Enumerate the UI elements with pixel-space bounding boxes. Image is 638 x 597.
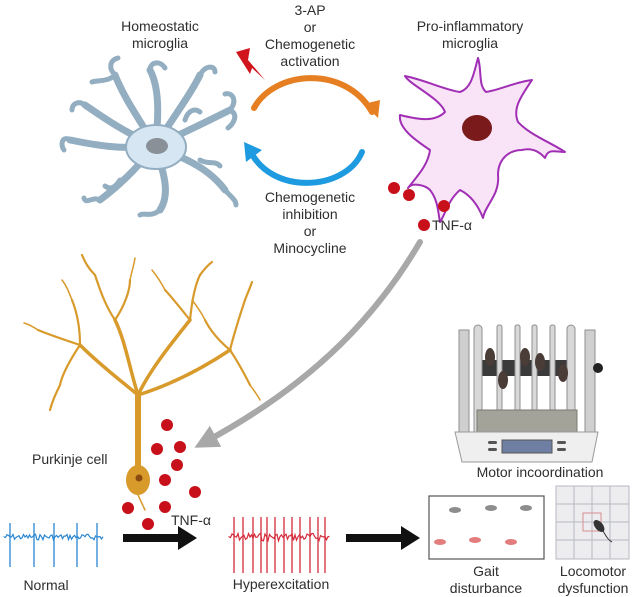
homeostatic-label-line-1: Homeostatic [121,18,199,34]
open-field-icon [555,485,630,560]
pro-inflammatory-microglia-label: Pro-inflammatory microglia [400,18,540,52]
hyperexcitation-label: Hyperexcitation [232,576,330,592]
activation-label-line-2: or [303,19,317,35]
inhibition-label-line-4: Minocycline [273,240,347,256]
release-arrow [194,239,423,448]
purkinje-cell-icon [23,253,261,511]
activation-label-line-4: activation [280,53,340,69]
rotarod-icon [454,324,603,463]
homeostatic-label-line-2: microglia [131,35,188,51]
inhibition-label: Chemogenetic inhibition or Minocycline [255,189,365,257]
inhibition-label-line-1: Chemogenetic [264,189,356,205]
pro-inflammatory-label-line-1: Pro-inflammatory [416,18,524,34]
activation-label-line-1: 3-AP [294,2,326,18]
gait-label-line-1: Gait [473,563,499,579]
purkinje-cell-label: Purkinje cell [32,451,108,467]
locomotor-dysfunction-label: Locomotor dysfunction [548,563,638,597]
homeostatic-microglia-label: Homeostatic microglia [105,18,215,52]
tnf-alpha-label-microglia: TNF-α [432,217,472,233]
hyperexcitation-trace [228,517,330,573]
pro-inflammatory-microglia-icon [398,57,566,223]
trace-baseline [228,531,330,544]
tnf-dots-purkinje [122,419,201,530]
inhibition-label-line-3: or [303,223,317,239]
pro-inflammatory-label-line-2: microglia [441,35,498,51]
activation-arrow [251,75,380,118]
tnf-effect-arrow [123,526,197,550]
inhibition-arrow [244,142,365,186]
tnf-alpha-label-arrow: TNF-α [171,512,211,528]
tnf-dots-microglia [388,182,450,231]
motor-incoordination-label: Motor incoordination [476,464,604,480]
gait-disturbance-label: Gait disturbance [430,563,542,597]
normal-trace [3,523,104,567]
lightning-bolt-icon [236,48,265,80]
activation-label-line-3: Chemogenetic [264,36,356,52]
homeostatic-microglia-icon [59,55,239,218]
locomotor-label-line-1: Locomotor [559,563,627,579]
locomotor-label-line-2: dysfunction [557,580,629,596]
gait-label-line-2: disturbance [449,580,523,596]
activation-label: 3-AP or Chemogenetic activation [260,2,360,70]
inhibition-label-line-2: inhibition [282,206,338,222]
normal-label: Normal [23,577,69,593]
outcome-arrow [346,526,420,550]
footprint-icon [428,495,545,560]
trace-baseline [3,533,104,542]
